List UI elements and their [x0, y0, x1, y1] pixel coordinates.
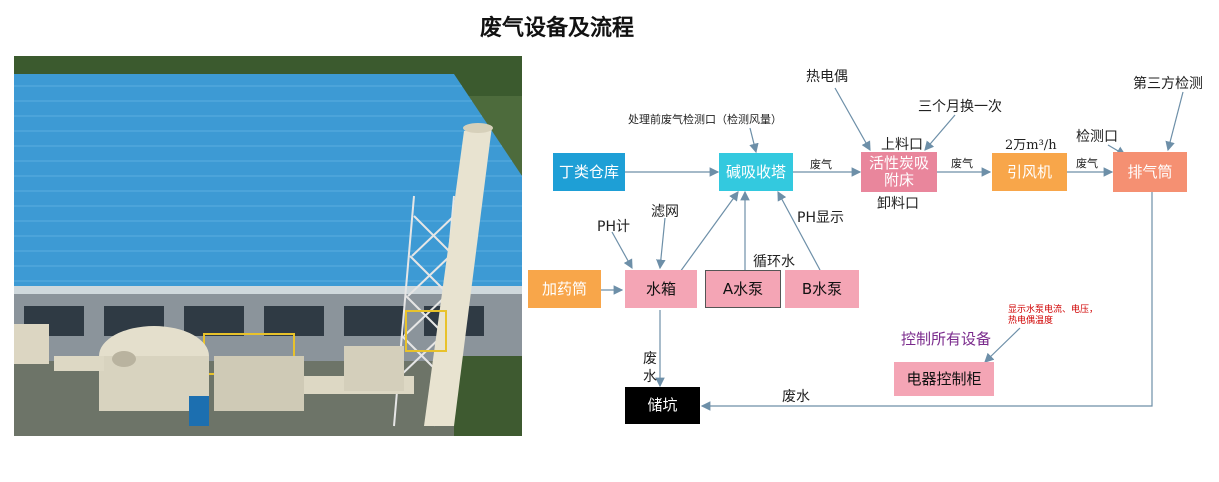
- arrow-pretreatment: [749, 127, 759, 154]
- three-months-label: 三个月换一次: [918, 99, 1002, 115]
- carbon-bed-box: 活性炭吸附床: [861, 152, 937, 192]
- arrow-three-months: [924, 114, 956, 151]
- control-cabinet-box: 电器控制柜: [894, 362, 994, 396]
- exhaust-box: 排气筒: [1113, 152, 1187, 192]
- arrow-exhaust-sump: [700, 192, 1153, 411]
- water-tank-box: 水箱: [625, 270, 697, 308]
- pretreatment-port-label: 处理前废气检测口（检测风量）: [628, 113, 782, 126]
- sump-box: 储坑: [625, 387, 700, 424]
- arrow-tank-tower: [679, 191, 739, 273]
- thermocouple-label: 热电偶: [806, 69, 848, 85]
- arrow-note-cabinet: [984, 327, 1021, 363]
- wastewater-vertical-label: 废 水: [643, 351, 657, 385]
- alkali-tower-box: 碱吸收塔: [719, 153, 793, 191]
- check-port-label: 检测口: [1076, 129, 1118, 145]
- wastewater-label: 废水: [782, 389, 810, 405]
- arrow-third-party: [1165, 91, 1184, 152]
- loading-port-label: 上料口: [881, 137, 923, 153]
- dosing-box: 加药筒: [528, 270, 601, 308]
- arrow-filter: [656, 217, 666, 270]
- pump-a-box: A水泵: [705, 270, 781, 308]
- unloading-port-label: 卸料口: [877, 196, 919, 212]
- flow-rate-label: 2万m³/h: [1005, 138, 1057, 153]
- third-party-label: 第三方检测: [1133, 76, 1203, 92]
- filter-label: 滤网: [651, 204, 679, 220]
- facility-photo: [14, 56, 522, 436]
- ph-display-label: PH显示: [797, 210, 844, 226]
- gas-label-3: 废气: [1076, 157, 1098, 170]
- pump-b-box: B水泵: [785, 270, 859, 308]
- arrow-thermocouple: [834, 87, 871, 152]
- gas-label-2: 废气: [951, 157, 973, 170]
- gas-label-1: 废气: [810, 158, 832, 171]
- page-title: 废气设备及流程: [480, 16, 635, 41]
- display-note-label: 显示水泵电流、电压，热电偶温度: [1008, 305, 1099, 326]
- control-all-label: 控制所有设备: [901, 330, 992, 348]
- arrow-pumpB-tower: [777, 190, 821, 271]
- ph-meter-label: PH计: [597, 219, 630, 235]
- arrow-ph: [611, 231, 633, 270]
- fan-box: 引风机: [992, 153, 1067, 191]
- warehouse-box: 丁类仓库: [553, 153, 625, 191]
- circulating-water-label: 循环水: [753, 254, 795, 270]
